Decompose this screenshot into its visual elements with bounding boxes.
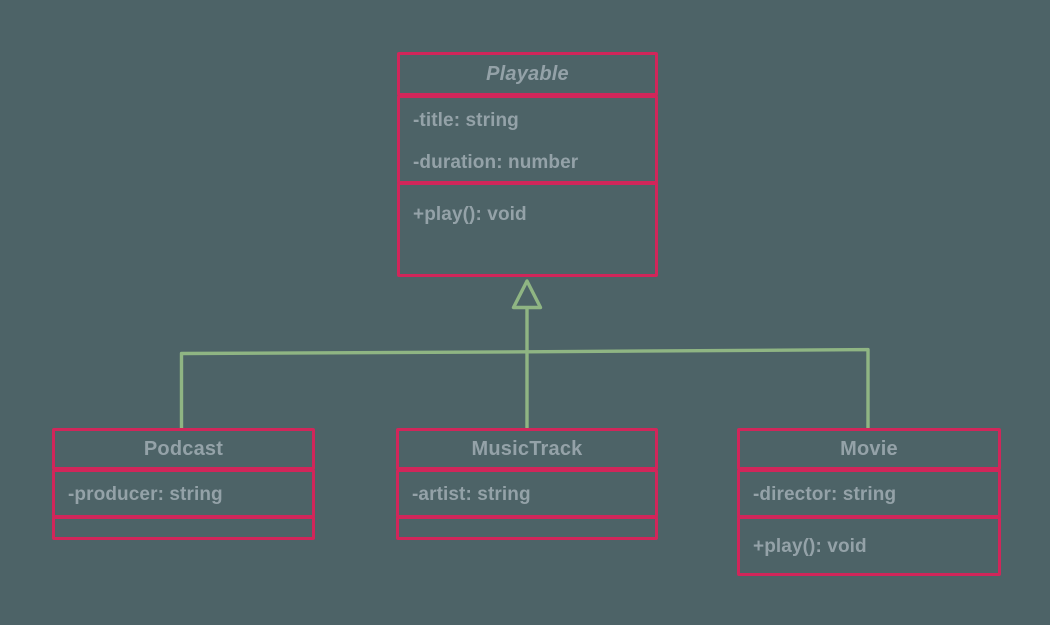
- class-title: MusicTrack: [396, 428, 658, 470]
- methods-compartment: +play(): void: [737, 516, 1001, 576]
- class-title: Podcast: [52, 428, 315, 470]
- class-name: Playable: [486, 62, 569, 85]
- class-title: Playable: [397, 52, 658, 96]
- attributes-compartment: -producer: string: [52, 468, 315, 518]
- methods-compartment-empty: [396, 516, 658, 540]
- method: +play(): void: [413, 204, 527, 225]
- attributes-compartment: -title: string -duration: number: [397, 94, 658, 184]
- class-podcast[interactable]: Podcast -producer: string: [52, 428, 315, 540]
- class-name: Movie: [840, 437, 898, 460]
- methods-compartment: +play(): void: [397, 182, 658, 277]
- class-title: Movie: [737, 428, 1001, 470]
- attributes-compartment: -director: string: [737, 468, 1001, 518]
- method: +play(): void: [753, 536, 867, 557]
- attribute: -producer: string: [68, 483, 223, 505]
- edge-podcast-to-playable: [179, 350, 529, 431]
- class-playable[interactable]: Playable -title: string -duration: numbe…: [397, 52, 658, 277]
- class-name: MusicTrack: [471, 437, 583, 460]
- edge-movie-to-playable: [525, 347, 870, 431]
- attributes-compartment: -artist: string: [396, 468, 658, 518]
- attribute: -duration: number: [413, 151, 579, 173]
- attribute: -director: string: [753, 483, 897, 505]
- attribute: -artist: string: [412, 483, 531, 505]
- class-musictrack[interactable]: MusicTrack -artist: string: [396, 428, 658, 540]
- class-name: Podcast: [143, 437, 224, 460]
- methods-compartment-empty: [52, 516, 315, 540]
- inheritance-triangle-icon: [511, 279, 543, 310]
- attribute: -title: string: [413, 109, 519, 131]
- class-movie[interactable]: Movie -director: string +play(): void: [737, 428, 1001, 576]
